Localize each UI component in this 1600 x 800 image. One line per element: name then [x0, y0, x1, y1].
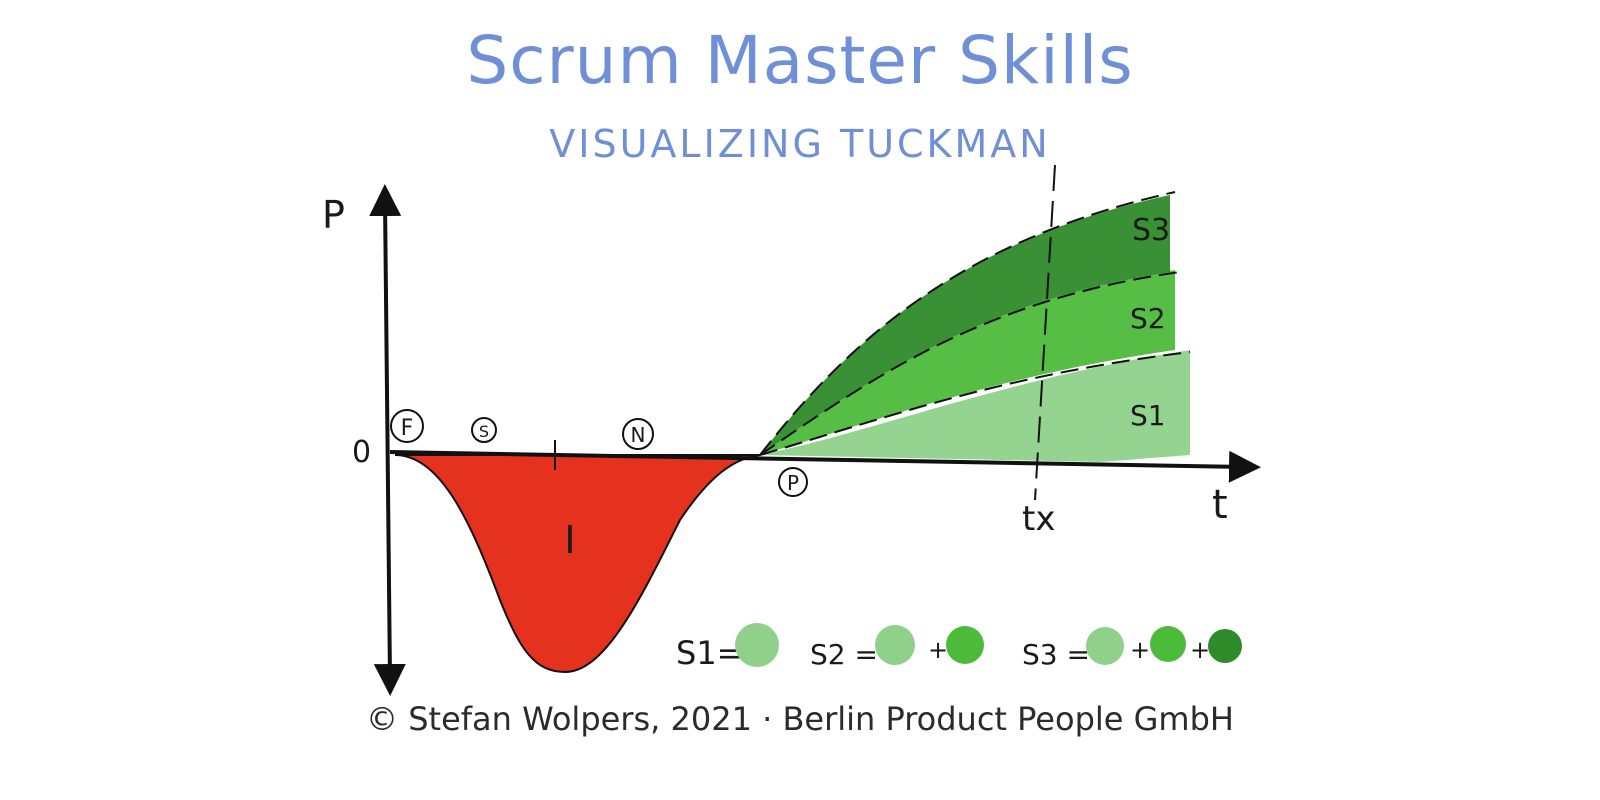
origin-label: 0 — [352, 435, 371, 470]
copyright-credit: © Stefan Wolpers, 2021 · Berlin Product … — [366, 700, 1234, 738]
y-axis-label: P — [322, 193, 345, 237]
stage-forming: F — [390, 409, 424, 443]
legend-s1-swatch-light — [735, 623, 779, 667]
band-s3 — [760, 195, 1170, 455]
svg-text:F: F — [401, 416, 414, 441]
main-title: Scrum Master Skills — [466, 22, 1134, 99]
band-boundaries — [759, 191, 1191, 456]
band-label-s1: S1 — [1130, 399, 1166, 432]
legend-s2-label: S2 = — [810, 638, 878, 671]
band-s1 — [760, 350, 1190, 462]
band-s2 — [760, 270, 1175, 455]
legend-s3-plus-2: + — [1190, 636, 1210, 664]
x-axis — [389, 450, 1261, 483]
y-axis — [369, 184, 406, 696]
svg-text:S: S — [479, 422, 489, 441]
legend-s2-swatch-light — [875, 625, 915, 665]
legend: S1= S2 = + S3 = + + — [676, 623, 1242, 672]
investment-label: I — [564, 518, 575, 562]
tx-label: tx — [1022, 499, 1055, 539]
stage-storming: S — [471, 417, 497, 443]
legend-s3-swatch-dark — [1208, 629, 1242, 663]
x-axis-label: t — [1212, 482, 1228, 528]
legend-s3-swatch-mid — [1150, 626, 1186, 662]
investment-area — [394, 454, 761, 674]
band-label-s2: S2 — [1130, 302, 1166, 335]
legend-s3-swatch-light — [1086, 627, 1124, 665]
legend-s3-label: S3 = — [1022, 638, 1090, 671]
legend-s2-plus: + — [928, 636, 948, 664]
svg-text:P: P — [787, 471, 799, 495]
legend-s1-label: S1= — [676, 634, 743, 672]
legend-s3-plus-1: + — [1130, 636, 1150, 664]
stage-norming: N — [622, 418, 654, 450]
stage-performing: P — [778, 467, 808, 497]
svg-text:N: N — [631, 423, 646, 447]
band-label-s3: S3 — [1132, 213, 1170, 248]
legend-s2-swatch-mid — [946, 626, 984, 664]
tx-line — [1034, 164, 1056, 501]
subtitle: VISUALIZING TUCKMAN — [549, 122, 1051, 166]
